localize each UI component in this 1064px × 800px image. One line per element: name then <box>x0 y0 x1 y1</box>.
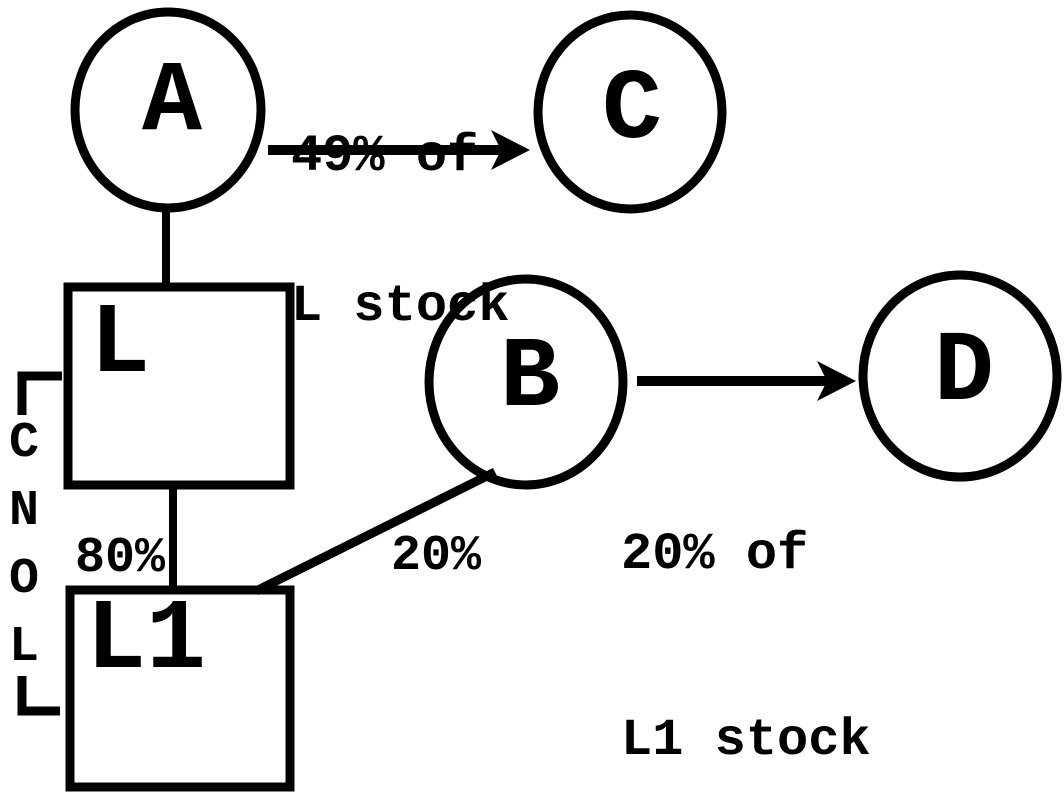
cnol-letter-l: L <box>8 619 39 676</box>
node-l-label: L <box>90 289 151 402</box>
cnol-letter-o: O <box>8 551 39 608</box>
edge-a-to-c-label: 49% of L stock <box>291 32 509 432</box>
node-b-label: B <box>499 323 561 436</box>
node-b-circle <box>424 274 628 490</box>
node-l1-label: L1 <box>86 585 207 698</box>
edge-b-to-d-label-line2: L1 stock <box>621 711 871 770</box>
edge-b-to-d-label-line1: 20% of <box>621 525 809 584</box>
node-d-circle <box>858 270 1062 482</box>
node-c-label: C <box>601 55 663 168</box>
cnol-letter-n: N <box>8 483 39 540</box>
edge-a-to-c-label-line1: 49% of <box>291 127 479 186</box>
edge-b-to-l1-percent-label: 20% <box>391 528 482 585</box>
edge-l-to-l1-percent-label: 80% <box>75 530 166 587</box>
edge-b-to-l1-line <box>253 467 498 596</box>
edge-b-to-d-arrowhead-icon <box>817 361 856 401</box>
edge-b-to-d-label: 20% of L1 stock <box>621 400 871 800</box>
node-d-label: D <box>933 317 995 430</box>
edge-a-to-c-label-line2: L stock <box>291 277 510 336</box>
cnol-vertical-label: C N O L <box>2 410 46 682</box>
node-c-circle <box>533 10 727 214</box>
node-a-label: A <box>141 47 203 160</box>
edge-a-to-c-arrowhead-icon <box>491 130 530 170</box>
cnol-bracket-bottom-corner <box>17 676 60 716</box>
cnol-bracket-top-corner <box>17 371 62 415</box>
node-l1-box <box>65 585 295 792</box>
cnol-letter-c: C <box>8 415 39 472</box>
node-l-box <box>63 282 295 490</box>
